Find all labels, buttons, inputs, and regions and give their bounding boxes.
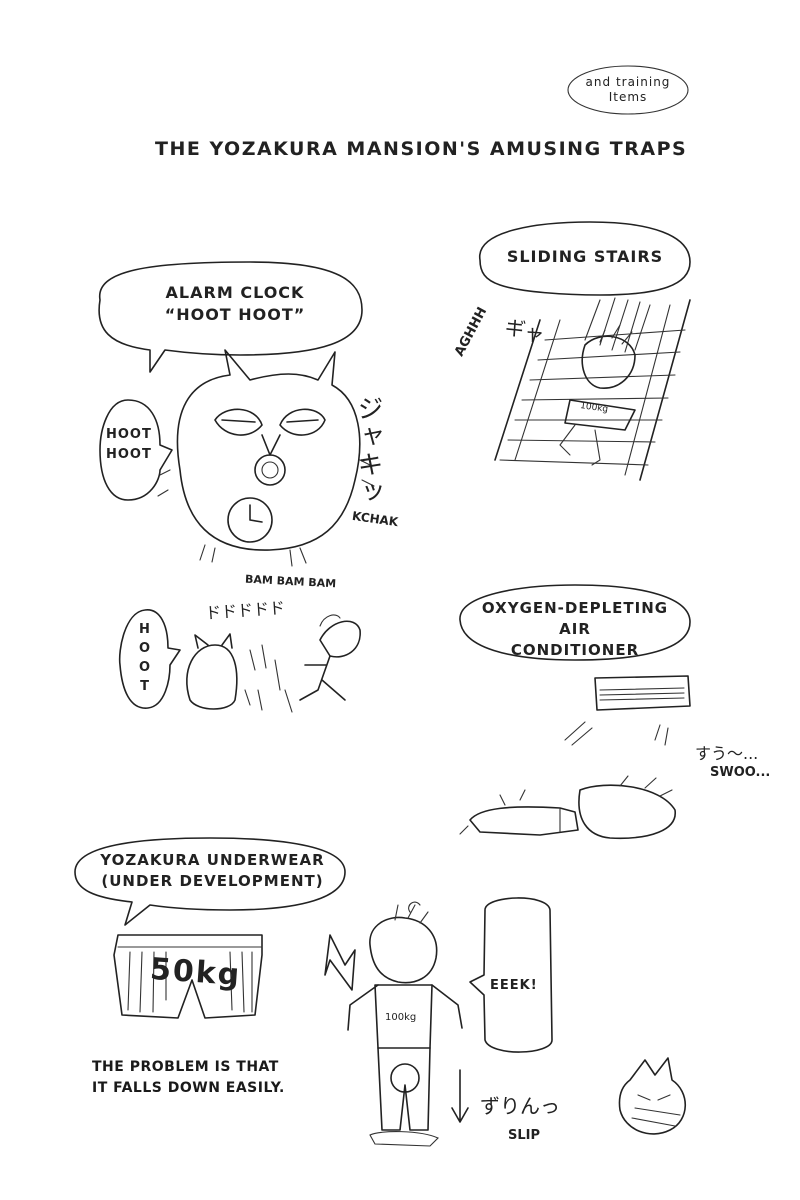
hoot-hoot-label: HOOT HOOT — [106, 427, 152, 462]
boy-shirt-label: 100kg — [385, 1012, 417, 1023]
alarm-clock-label: ALARM CLOCK “HOOT HOOT” — [164, 283, 306, 324]
oxygen-ac-bubble — [459, 584, 691, 661]
underwear-weight-label: 50kg — [148, 951, 243, 994]
underwear-drawing — [113, 934, 263, 1019]
training-note-text: and training Items — [585, 75, 671, 104]
yozakura-underwear-label: YOZAKURA UNDERWEAR (UNDER DEVELOPMENT) — [100, 851, 325, 890]
cat-drawing — [618, 1057, 686, 1135]
falls-down-caption: THE PROBLEM IS THAT IT FALLS DOWN EASILY… — [92, 1059, 285, 1096]
sliding-stairs-label: SLIDING STAIRS — [506, 247, 664, 266]
air-conditioner-drawing — [564, 675, 691, 746]
hoot-vertical-label: HOOT — [138, 622, 152, 694]
training-note-bubble — [567, 65, 689, 115]
sliding-stairs-bubble — [479, 221, 691, 296]
owl-chase-drawing — [186, 614, 361, 713]
jp-jyaki-sfx: ジャキッ — [353, 395, 383, 507]
jp-zurin-sfx: ずりんっ — [480, 1094, 560, 1118]
owl-clock-drawing — [157, 349, 375, 567]
sliding-stairs-drawing — [494, 297, 691, 481]
slip-sfx: SLIP — [508, 1128, 541, 1143]
hoot-vertical-bubble — [118, 609, 181, 709]
jp-suu-sfx: すう～... — [695, 744, 759, 763]
yozakura-underwear-bubble — [74, 837, 346, 926]
swoo-sfx: SWOO... — [710, 765, 771, 780]
suffocating-boy-drawing — [459, 775, 676, 840]
eeek-label: EEEK! — [490, 978, 538, 993]
page-title: THE YOZAKURA MANSION'S AMUSING TRAPS — [155, 138, 688, 160]
oxygen-ac-label: OXYGEN-DEPLETING AIR CONDITIONER — [481, 599, 669, 659]
eeek-bubble — [469, 897, 553, 1053]
alarm-clock-bubble — [98, 261, 363, 373]
falling-underwear-boy-drawing — [324, 901, 469, 1147]
hoot-hoot-bubble — [99, 399, 173, 501]
